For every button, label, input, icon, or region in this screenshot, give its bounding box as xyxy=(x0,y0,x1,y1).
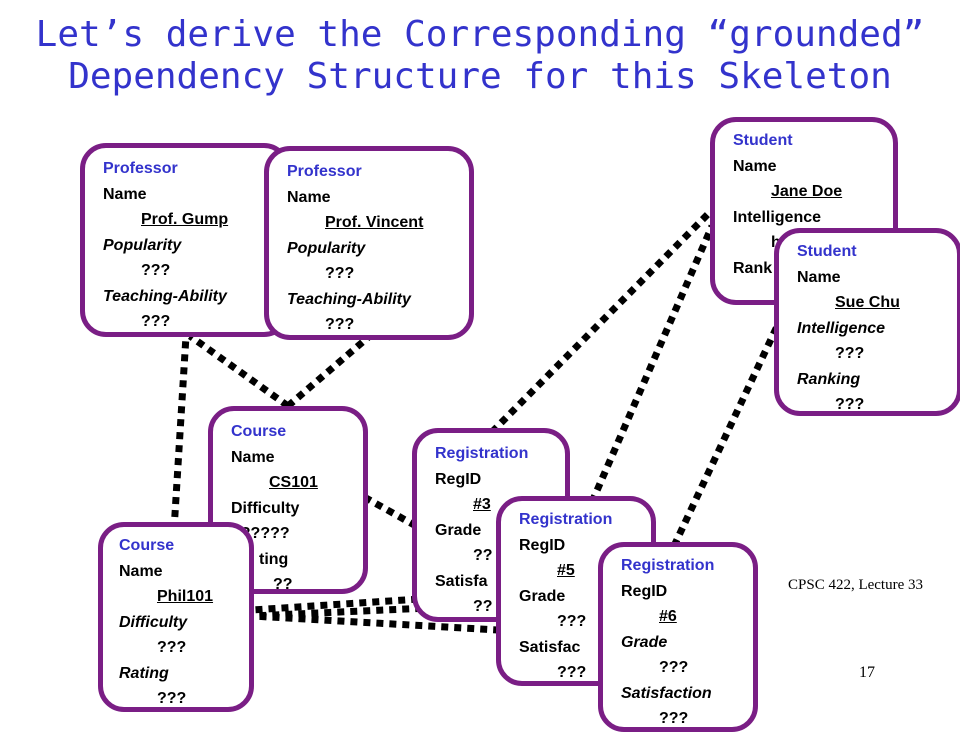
name-value: Sue Chu xyxy=(835,294,900,311)
attr-name-label: Name xyxy=(797,268,841,286)
attr-satisfaction-label: Satisfac xyxy=(519,638,581,656)
student-sue-box[interactable]: Student Name Sue Chu Intelligence ??? Ra… xyxy=(774,228,960,416)
title-line-1: Let’s derive the Corresponding “grounded… xyxy=(35,14,925,55)
difficulty-value: ??? xyxy=(157,639,187,656)
satisfaction-value: ??? xyxy=(659,710,689,727)
name-value: CS101 xyxy=(269,474,318,491)
course-cs101-box[interactable]: Course Name CS101 Difficulty ?????? ting… xyxy=(208,406,368,594)
attr-difficulty-label: Difficulty xyxy=(119,613,188,631)
grade-value: ??? xyxy=(557,613,587,630)
ranking-value: ??? xyxy=(835,396,865,413)
attr-name-label: Name xyxy=(231,448,275,466)
attr-rating-label: ting xyxy=(259,550,289,568)
attr-rating-label: Rating xyxy=(119,664,169,682)
regid-value: #3 xyxy=(473,496,491,513)
rating-value: ??? xyxy=(157,690,187,707)
class-label: Course xyxy=(231,423,287,440)
teaching-ability-value: ??? xyxy=(325,316,355,333)
link-reg3-to-cs101 xyxy=(364,494,418,530)
name-value: Jane Doe xyxy=(771,183,843,200)
regid-value: #5 xyxy=(557,562,575,579)
link-phil101-to-prof-gump xyxy=(170,335,190,531)
attr-ranking-label: Ranking xyxy=(797,370,861,388)
attr-teaching-ability-label: Teaching-Ability xyxy=(103,287,227,305)
attr-regid-label: RegID xyxy=(435,470,482,488)
professor-vincent-box[interactable]: Professor Name Prof. Vincent Popularity … xyxy=(264,146,474,340)
link-cs101-to-prof-gump xyxy=(187,333,291,409)
attr-regid-label: RegID xyxy=(621,582,668,600)
class-label: Registration xyxy=(435,445,529,462)
satisfaction-value: ??? xyxy=(557,664,587,681)
teaching-ability-value: ??? xyxy=(141,313,171,330)
attr-name-label: Name xyxy=(103,185,147,203)
course-phil101-box[interactable]: Course Name Phil101 Difficulty ??? Ratin… xyxy=(98,522,254,712)
class-label: Registration xyxy=(621,557,715,574)
class-label: Student xyxy=(797,243,857,260)
rating-value: ?? xyxy=(273,576,293,593)
attr-grade-label: Grade xyxy=(519,587,566,605)
link-reg3-to-student-jane xyxy=(489,211,711,435)
class-label: Professor xyxy=(103,160,178,177)
link-cs101-to-prof-vincent xyxy=(285,331,375,409)
attr-name-label: Name xyxy=(733,157,777,175)
popularity-value: ??? xyxy=(141,262,171,279)
attr-intelligence-label: Intelligence xyxy=(797,319,886,337)
attr-difficulty-label: Difficulty xyxy=(231,499,300,517)
class-label: Student xyxy=(733,132,793,149)
class-label: Course xyxy=(119,537,175,554)
page-number: 17 xyxy=(859,664,875,681)
intelligence-value: ??? xyxy=(835,345,865,362)
slide-title: Let’s derive the Corresponding “grounded… xyxy=(0,14,960,98)
grade-value: ?? xyxy=(473,547,493,564)
popularity-value: ??? xyxy=(325,265,355,282)
attr-intelligence-label: Intelligence xyxy=(733,208,822,226)
attr-name-label: Name xyxy=(119,562,163,580)
attr-popularity-label: Popularity xyxy=(287,239,366,257)
attr-teaching-ability-label: Teaching-Ability xyxy=(287,290,411,308)
link-reg5-to-student-jane xyxy=(588,224,716,504)
title-line-2: Dependency Structure for this Skeleton xyxy=(68,56,892,97)
grade-value: ??? xyxy=(659,659,689,676)
attr-popularity-label: Popularity xyxy=(103,236,182,254)
course-lecture-label: CPSC 422, Lecture 33 xyxy=(788,577,923,593)
attr-regid-label: RegID xyxy=(519,536,566,554)
link-reg6-to-student-sue xyxy=(670,318,784,548)
registration-6-box[interactable]: Registration RegID #6 Grade ??? Satisfac… xyxy=(598,542,758,732)
attr-satisfaction-label: Satisfaction xyxy=(621,684,712,702)
professor-gump-box[interactable]: Professor Name Prof. Gump Popularity ???… xyxy=(80,143,290,337)
attr-grade-label: Grade xyxy=(435,521,482,539)
attr-rank-label: Rank xyxy=(733,259,773,277)
attr-satisfaction-label: Satisfa xyxy=(435,572,488,590)
attr-grade-label: Grade xyxy=(621,633,668,651)
name-value: Prof. Vincent xyxy=(325,214,424,231)
name-value: Phil101 xyxy=(157,588,214,605)
attr-name-label: Name xyxy=(287,188,331,206)
satisfaction-value: ?? xyxy=(473,598,493,615)
class-label: Registration xyxy=(519,511,613,528)
class-label: Professor xyxy=(287,163,362,180)
name-value: Prof. Gump xyxy=(141,211,229,228)
regid-value: #6 xyxy=(659,608,677,625)
